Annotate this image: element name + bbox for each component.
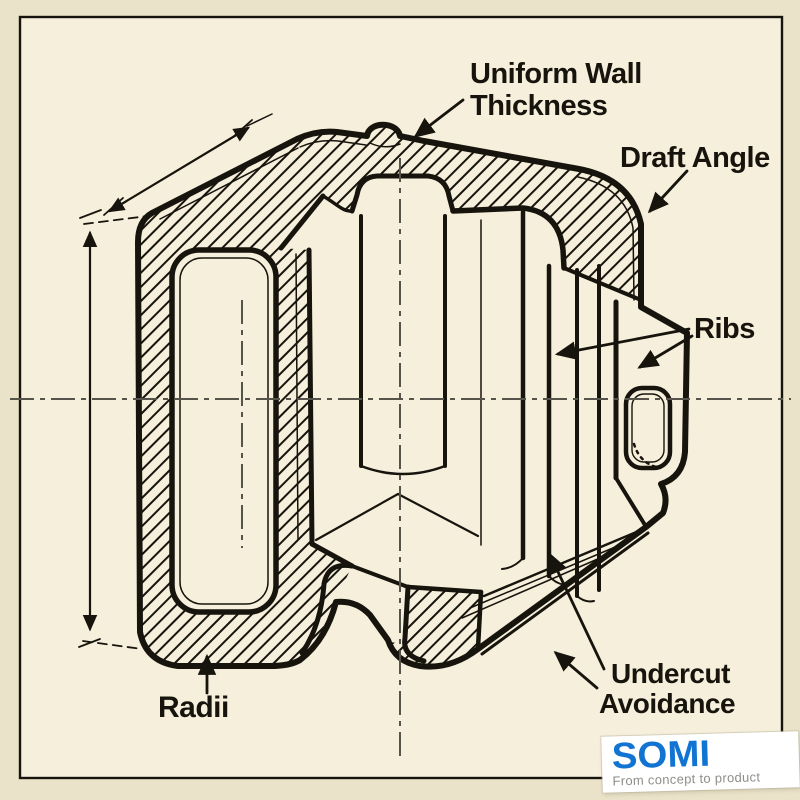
label-uniform-wall-line2: Thickness [470,90,607,122]
undercut-arrow-lower [553,650,599,690]
central-boss [359,214,447,476]
logo-wordmark: SOMI [611,732,711,777]
left-face-opening [169,247,279,615]
dimension-lines [78,113,273,650]
leader-arrows [197,98,694,695]
callout-labels: Uniform Wall Thickness Draft Angle Ribs … [158,58,771,724]
outer-silhouette [135,121,690,670]
label-draft-angle: Draft Angle [620,142,770,174]
interior-edges [159,139,650,664]
logo-card: SOMI From concept to product [601,731,800,793]
width-dimension-line [107,126,251,213]
uniform-wall-arrow [413,98,465,138]
label-undercut-line1: Undercut [611,658,730,689]
label-uniform-wall-line1: Uniform Wall [470,58,642,90]
left-face-opening-inner-line [179,257,269,605]
ribs-arrow-inner [554,327,691,360]
ribs-arrow-outer [637,334,694,369]
right-flange [613,299,673,527]
centerlines [10,158,791,762]
part-cutaway-drawing [135,121,690,670]
undercut-arrow-upper [548,552,606,671]
interior-surfaces [281,176,686,648]
ribs-plates [501,209,601,603]
label-undercut-line2: Avoidance [599,688,735,719]
label-radii: Radii [158,691,229,724]
draft-angle-arrow [647,169,689,214]
label-ribs: Ribs [694,313,755,345]
